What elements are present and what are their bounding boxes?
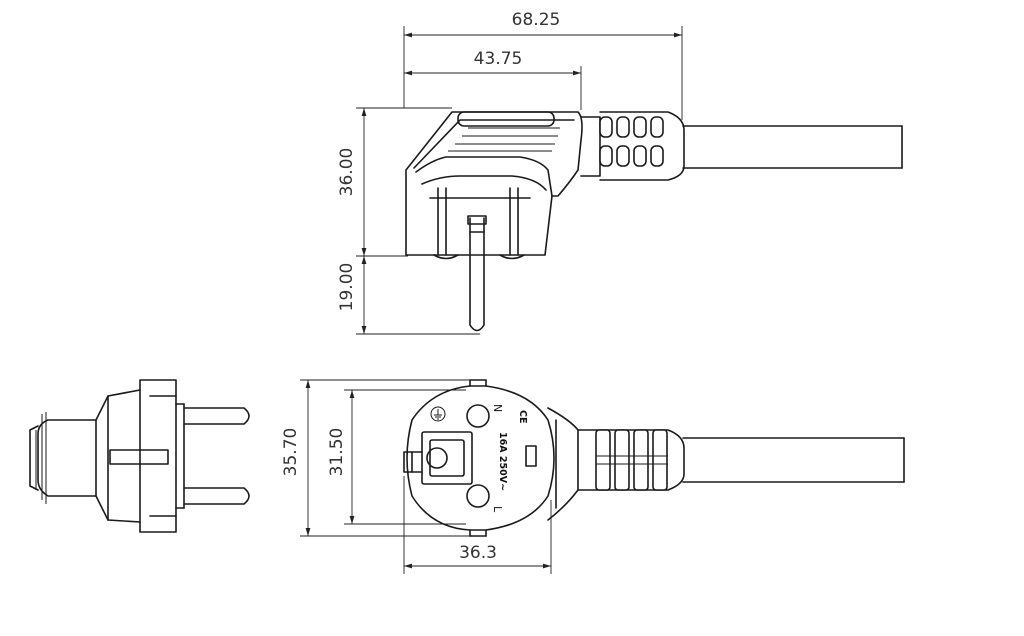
- dim-label-face-depth: 36.3: [459, 543, 497, 563]
- neutral-marking: N: [491, 404, 504, 412]
- dim-face-inner: 31.50: [327, 389, 466, 525]
- dim-overall-length: 68.25: [403, 10, 683, 120]
- dim-label-body: 43.75: [474, 49, 523, 69]
- dim-face-depth: 36.3: [403, 476, 552, 574]
- plug-body-side: [405, 111, 583, 260]
- dim-label-face-outer: 35.70: [281, 428, 301, 477]
- side-view: 68.25 43.75 36.00 19.00: [337, 10, 903, 335]
- strain-relief-top: [580, 111, 685, 181]
- dim-label-overall: 68.25: [512, 10, 561, 30]
- dim-label-pin: 19.00: [337, 263, 357, 312]
- live-marking: L: [491, 506, 504, 513]
- dim-body-height: 36.00: [337, 107, 452, 257]
- dim-pin-length: 19.00: [337, 256, 480, 335]
- dim-body-length: 43.75: [404, 49, 582, 110]
- rating-marking: 16A 250V~: [497, 432, 508, 491]
- face-view: N L 16A 250V~ CE 35.70 31.50 36.3: [281, 379, 905, 574]
- dim-label-face-inner: 31.50: [327, 428, 347, 477]
- ce-marking: CE: [517, 410, 528, 423]
- dim-face-outer: 35.70: [281, 379, 470, 537]
- cable-top: [682, 125, 903, 169]
- dim-label-height: 36.00: [337, 148, 357, 197]
- pin-side: [467, 215, 487, 332]
- profile-view: [29, 379, 250, 533]
